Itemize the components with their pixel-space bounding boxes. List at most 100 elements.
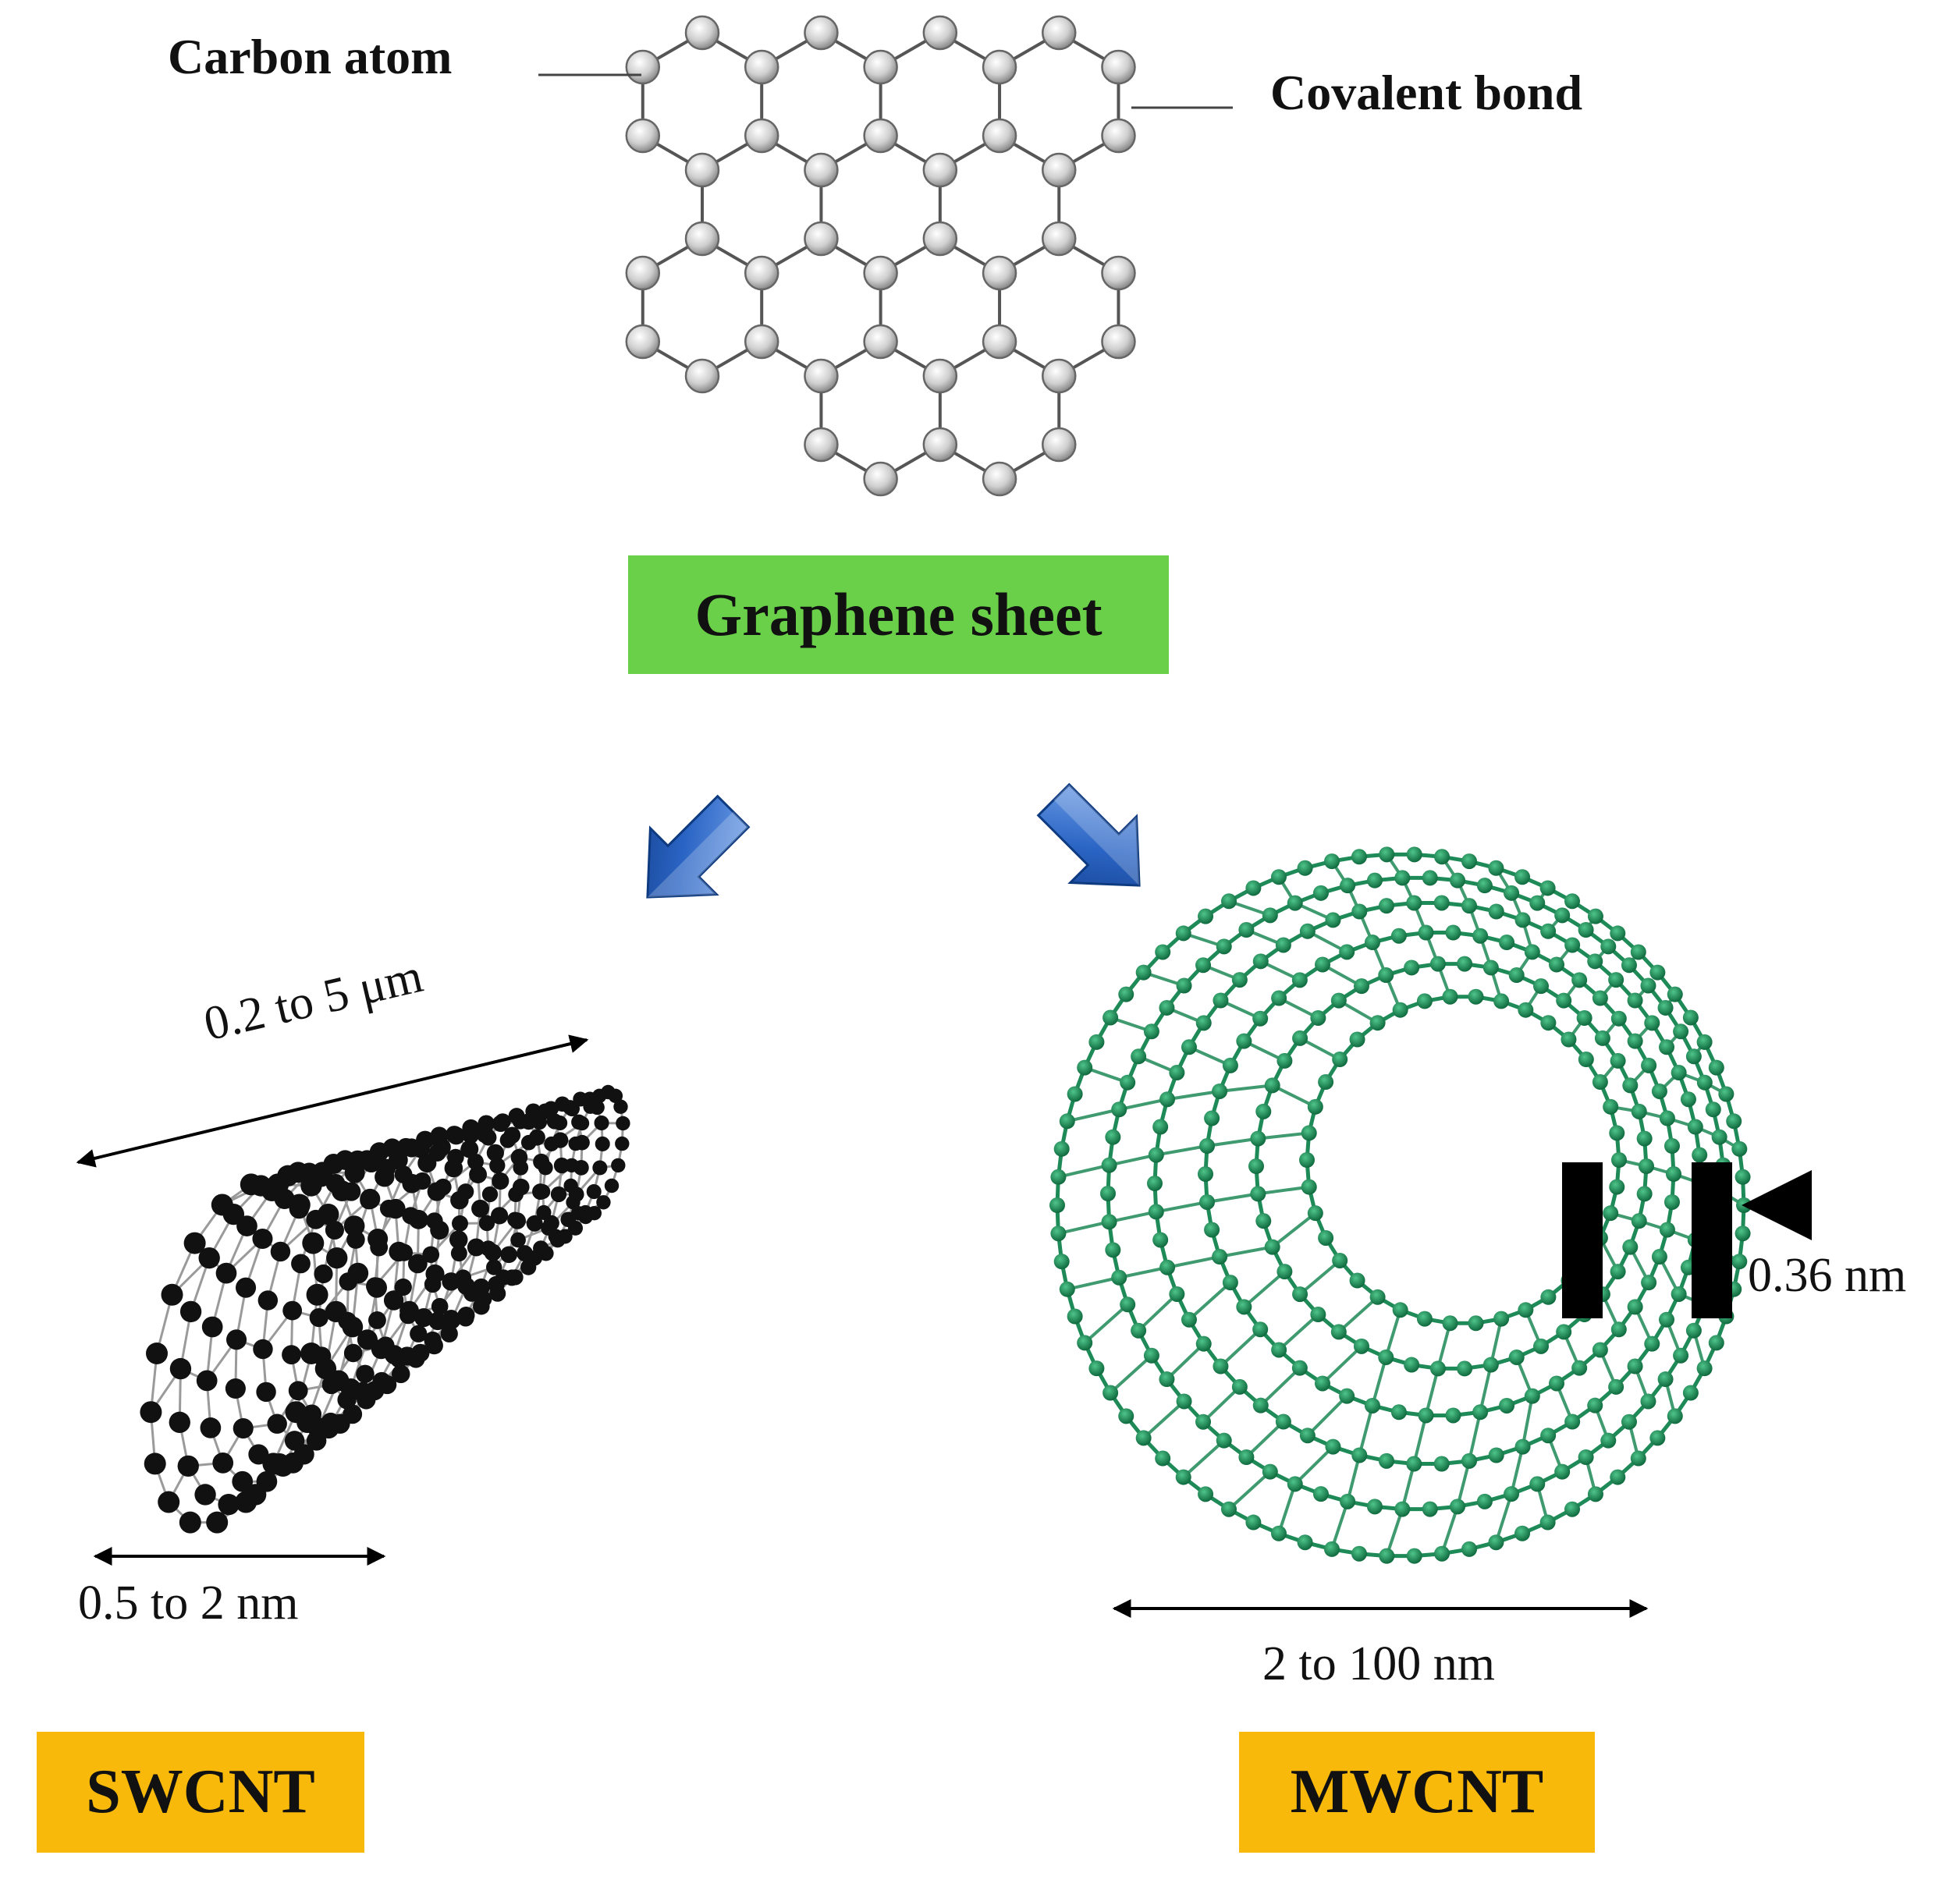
mwcnt-atom xyxy=(1276,1264,1293,1280)
mwcnt-atom xyxy=(1514,1438,1531,1455)
mwcnt-atom xyxy=(1621,957,1637,974)
mwcnt-atom xyxy=(1610,1321,1627,1338)
mwcnt-atom xyxy=(1735,1169,1751,1185)
mwcnt-atom xyxy=(1299,1152,1315,1168)
mwcnt-atom xyxy=(1603,1205,1619,1222)
mwcnt-atom xyxy=(1379,1452,1395,1469)
mwcnt-atom xyxy=(1147,1176,1163,1191)
swcnt-atom xyxy=(440,1325,458,1343)
mwcnt-atom xyxy=(1518,1302,1534,1318)
mwcnt-bond xyxy=(1118,1265,1168,1279)
swcnt-atom xyxy=(615,1136,630,1151)
mwcnt-atom xyxy=(1476,1493,1493,1509)
mwcnt-atom xyxy=(1252,1010,1269,1027)
mwcnt-atom xyxy=(1594,1030,1610,1046)
swcnt-atom xyxy=(357,1329,378,1350)
mwcnt-atom xyxy=(1067,1086,1083,1102)
mwcnt-atom xyxy=(1366,1499,1383,1515)
swcnt-atom xyxy=(267,1413,287,1434)
mwcnt-atom xyxy=(1307,1205,1323,1222)
mwcnt-atom xyxy=(1105,1129,1121,1145)
carbon-atom xyxy=(863,49,898,85)
mwcnt-atom xyxy=(1533,1338,1550,1354)
swcnt-atom xyxy=(218,1493,240,1516)
swcnt-atom xyxy=(179,1300,202,1323)
mwcnt-atom xyxy=(1640,977,1656,994)
mwcnt-atom xyxy=(1102,1385,1119,1401)
swcnt-atom xyxy=(449,1230,468,1249)
swcnt-atom xyxy=(549,1232,566,1248)
swcnt-atom xyxy=(526,1215,543,1232)
mwcnt-atom xyxy=(1353,978,1369,995)
mwcnt-bond xyxy=(1258,1131,1309,1140)
swcnt-atom xyxy=(177,1455,199,1477)
carbon-atom xyxy=(863,118,898,154)
mwcnt-atom xyxy=(1627,992,1643,1009)
mwcnt-atom xyxy=(1301,1125,1317,1141)
mwcnt-atom xyxy=(1198,1166,1213,1182)
mwcnt-atom xyxy=(1671,1286,1687,1302)
mwcnt-atom xyxy=(1111,1269,1127,1286)
carbon-atom xyxy=(922,358,958,394)
mwcnt-atom xyxy=(1539,1514,1556,1531)
mwcnt-atom xyxy=(1644,1015,1660,1031)
mwcnt-atom xyxy=(1101,1157,1117,1173)
mwcnt-bond xyxy=(1118,1098,1168,1112)
carbon-atom xyxy=(625,49,661,85)
mwcnt-atom xyxy=(1711,1129,1727,1145)
mwcnt-atom xyxy=(1325,912,1341,928)
swcnt-atom xyxy=(225,1378,246,1399)
mwcnt-atom xyxy=(1392,1302,1408,1318)
swcnt-atom xyxy=(368,1228,389,1250)
mwcnt-atom xyxy=(1148,1147,1164,1163)
swcnt-atom xyxy=(460,1140,479,1158)
mwcnt-atom xyxy=(1524,1388,1540,1404)
mwcnt-atom xyxy=(1349,1031,1365,1048)
mwcnt-atom xyxy=(1325,1438,1341,1455)
carbon-atom xyxy=(625,255,661,291)
mwcnt-bond xyxy=(1202,1385,1241,1424)
mwcnt-atom xyxy=(1578,921,1594,938)
swcnt-atom xyxy=(407,1254,428,1274)
swcnt-atom xyxy=(577,1204,593,1220)
mwcnt-atom xyxy=(1659,1311,1675,1328)
swcnt-atom xyxy=(486,1259,502,1275)
mwcnt-atom xyxy=(1291,1360,1308,1376)
mwcnt-bond xyxy=(1067,1275,1120,1291)
carbon-atom xyxy=(1042,427,1077,463)
mwcnt-atom xyxy=(1630,944,1646,960)
mwcnt-atom xyxy=(1213,1358,1229,1374)
mwcnt-atom xyxy=(1252,953,1269,970)
mwcnt-atom xyxy=(1445,1407,1461,1424)
mwcnt-bond xyxy=(1083,1303,1129,1344)
mwcnt-atom xyxy=(1461,853,1478,870)
carbon-atom xyxy=(863,461,898,497)
swcnt-atom xyxy=(366,1277,387,1298)
mwcnt-atom xyxy=(1610,925,1626,942)
mwcnt-bond xyxy=(1385,1508,1404,1557)
swcnt-box: SWCNT xyxy=(37,1732,364,1853)
swcnt-atom xyxy=(385,1198,406,1219)
mwcnt-atom xyxy=(1524,944,1540,960)
mwcnt-bond xyxy=(1346,1455,1362,1502)
mwcnt-atom xyxy=(1152,1232,1169,1248)
swcnt-atom xyxy=(517,1245,533,1262)
swcnt-atom xyxy=(394,1278,412,1296)
mwcnt-bond xyxy=(1206,1137,1259,1147)
swcnt-atom xyxy=(478,1215,495,1232)
mwcnt-atom xyxy=(1406,1548,1422,1564)
mwcnt-bond xyxy=(1271,1084,1316,1108)
mwcnt-atom xyxy=(1067,1308,1083,1325)
carbon-atom xyxy=(804,15,839,51)
covalent-bond-label: Covalent bond xyxy=(1270,65,1583,120)
swcnt-atom xyxy=(240,1173,262,1196)
mwcnt-atom xyxy=(1610,1264,1626,1280)
mwcnt-bond xyxy=(1109,1210,1157,1224)
mwcnt-atom xyxy=(1364,935,1380,951)
mwcnt-bond xyxy=(1371,1357,1388,1406)
mwcnt-bond xyxy=(1321,1345,1363,1385)
swcnt-atom xyxy=(552,1132,569,1148)
swcnt-atom xyxy=(427,1182,446,1201)
mwcnt-atom xyxy=(1434,1545,1450,1562)
swcnt-atom xyxy=(211,1194,233,1216)
